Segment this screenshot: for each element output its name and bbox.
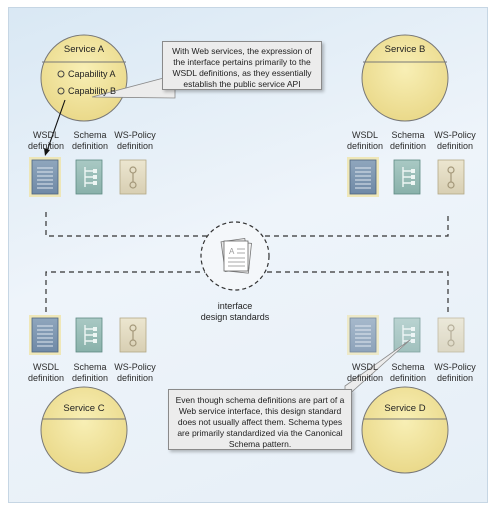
doc-icon-group — [347, 315, 465, 355]
policy-doc-icon — [437, 317, 465, 353]
doc-icon-group — [29, 157, 147, 197]
standards-docs-icon: A — [220, 238, 252, 274]
wsdl-doc-icon — [347, 315, 379, 355]
policy-doc-icon — [437, 159, 465, 195]
schema-doc-icon — [75, 317, 103, 353]
interface-standards-node: A — [200, 221, 270, 291]
service-c-title: Service C — [63, 403, 105, 414]
service-c-circle — [40, 386, 128, 474]
doc-icon-group — [29, 315, 147, 355]
connector-bottom — [45, 271, 449, 312]
service-b-circle — [361, 34, 449, 122]
wsdl-doc-icon — [29, 157, 61, 197]
schema-doc-icon — [393, 159, 421, 195]
arrow-to-wsdl-head — [44, 148, 50, 156]
doc-icon-group — [347, 157, 465, 197]
arrow-to-wsdl — [46, 99, 66, 152]
service-a-title: Service A — [63, 44, 105, 55]
schema-doc-icon — [393, 317, 421, 353]
capability-b-label: Capability B — [68, 86, 117, 96]
callout-top: With Web services, the expression of the… — [162, 41, 322, 90]
policy-doc-icon — [119, 317, 147, 353]
service-d-title: Service D — [384, 403, 426, 414]
wsdl-doc-icon — [29, 315, 61, 355]
service-b-title: Service B — [384, 44, 426, 55]
schema-doc-icon — [75, 159, 103, 195]
wsdl-doc-icon — [347, 157, 379, 197]
callout-bottom: Even though schema definitions are part … — [168, 389, 352, 450]
service-a-circle — [40, 34, 128, 122]
capability-a-label: Capability A — [68, 69, 116, 79]
service-d-circle — [361, 386, 449, 474]
svg-text:A: A — [229, 247, 235, 256]
policy-doc-icon — [119, 159, 147, 195]
